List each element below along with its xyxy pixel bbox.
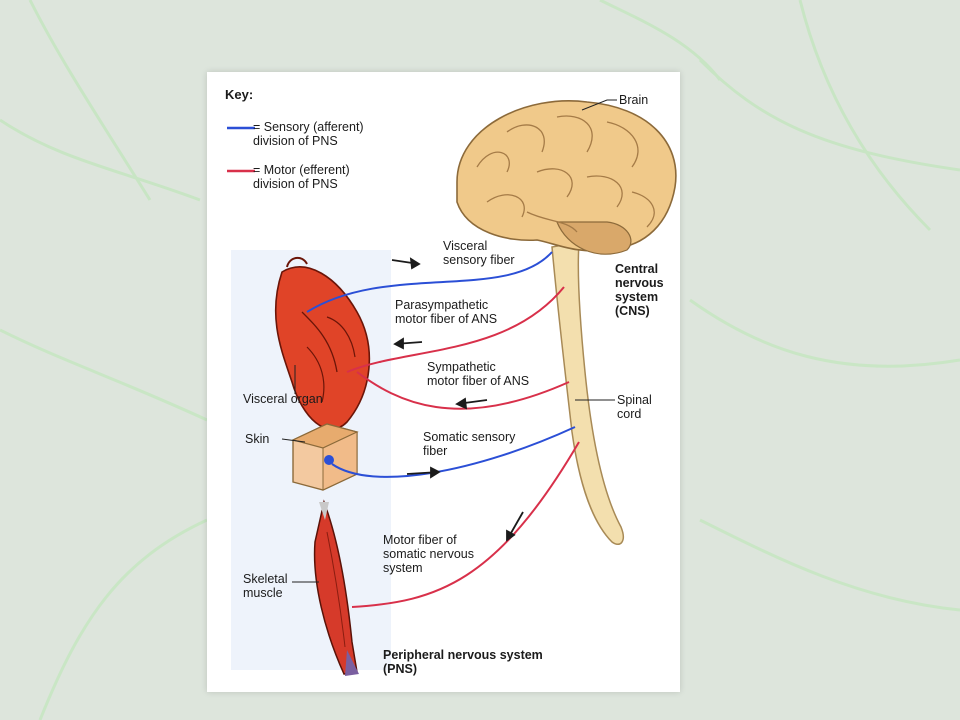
sympathetic-path [356,371,570,410]
diagram-artwork [227,99,677,676]
diagram-panel: Key: = Sensory (afferent) division of PN… [207,72,680,692]
parasympathetic-path [346,286,565,373]
brain-shape [456,100,677,255]
skin-label: Skin [245,432,270,446]
key-sensory-label: = Sensory (afferent) division of PNS [253,120,364,148]
somatic-sensory-label: Somatic sensory fiber [423,430,516,458]
brain-label: Brain [619,93,649,107]
spinal-cord-shape [551,241,624,546]
motor-somatic-path [351,441,580,608]
direction-arrows [391,257,524,542]
cns-label: Central nervous system (CNS) [615,262,664,318]
parasympathetic-label: Parasympathetic motor fiber of ANS [395,298,498,326]
key-motor-label: = Motor (efferent) division of PNS [253,163,350,191]
skin-shape [291,423,359,491]
key-title: Key: [225,87,254,102]
spinal-cord-label: Spinal cord [617,393,652,421]
heart-shape [274,256,371,430]
skeletal-muscle-label: Skeletal muscle [243,572,288,600]
sympathetic-label: Sympathetic motor fiber of ANS [427,360,530,388]
pns-label: Peripheral nervous system (PNS) [383,648,543,676]
visceral-organ-label: Visceral organ [243,392,323,406]
visceral-sensory-label: Visceral sensory fiber [443,239,515,267]
leader-lines [281,99,617,583]
motor-somatic-label: Motor fiber of somatic nervous system [383,533,475,575]
muscle-shape [313,499,359,676]
visceral-sensory-path [306,251,553,313]
